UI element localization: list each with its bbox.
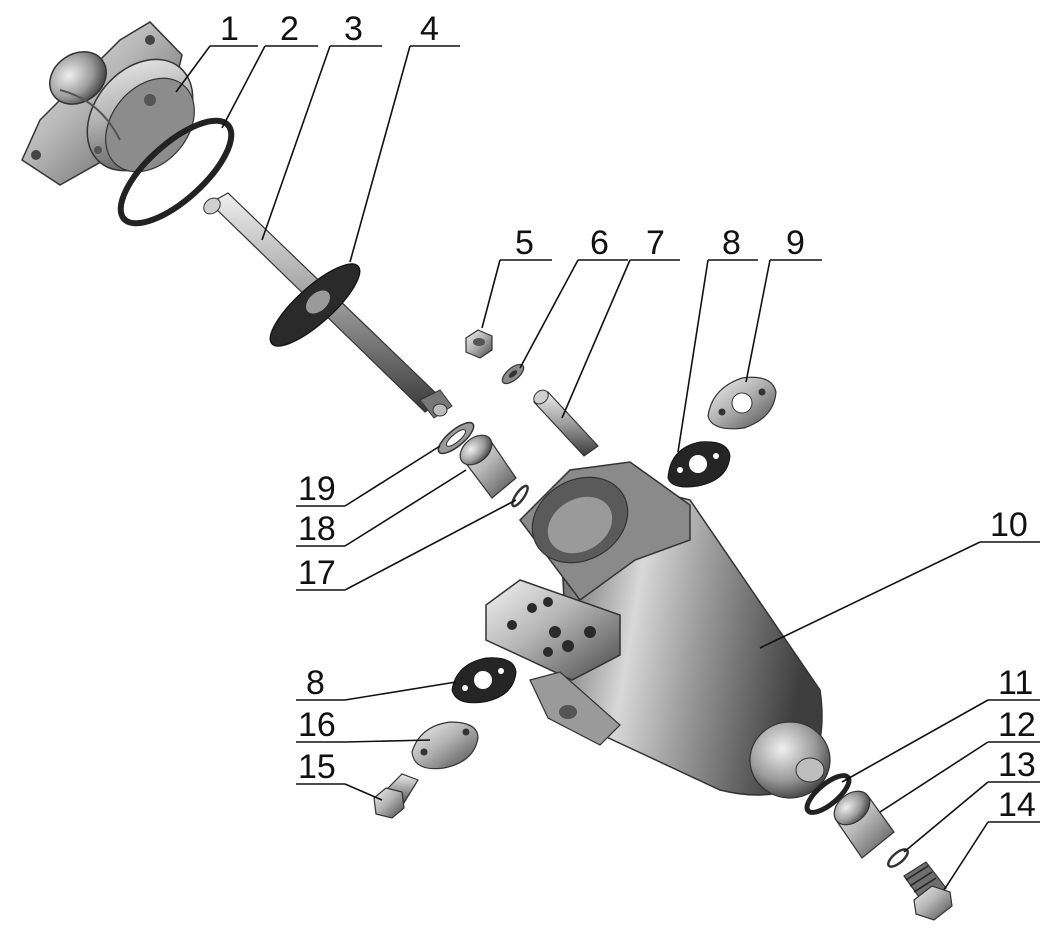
part-7-pin	[533, 389, 599, 457]
callout-10-label: 10	[990, 506, 1028, 544]
part-8-gasket-lower	[451, 657, 517, 704]
callout-7-label: 7	[646, 224, 665, 262]
callout-10: 10	[759, 506, 1040, 649]
callout-19-label: 19	[298, 470, 336, 508]
callout-3: 3	[261, 10, 382, 241]
callout-6: 6	[519, 224, 628, 369]
part-5-nut	[465, 329, 493, 359]
part-17-retaining-ring	[511, 484, 529, 508]
callout-18: 18	[296, 469, 467, 548]
part-6-washer	[501, 363, 525, 385]
part-2-o-ring	[117, 117, 235, 227]
callout-15: 15	[296, 748, 383, 801]
callout-16-label: 16	[298, 706, 336, 744]
callouts: 1 2 3 4 5 6 7	[175, 10, 1040, 891]
part-1-flange-cover	[21, 21, 195, 186]
callout-1: 1	[175, 10, 258, 93]
callout-8-lower: 8	[296, 664, 457, 702]
callout-9-label: 9	[786, 224, 805, 262]
callout-1-label: 1	[220, 10, 239, 48]
part-10-housing	[485, 461, 831, 799]
callout-13: 13	[903, 746, 1040, 853]
callout-15-label: 15	[298, 748, 336, 786]
callout-5: 5	[481, 224, 552, 329]
callout-13-label: 13	[998, 746, 1036, 784]
callout-8-upper: 8	[677, 224, 758, 453]
callout-14-label: 14	[998, 786, 1036, 824]
callout-11-label: 11	[998, 664, 1033, 702]
callout-12-label: 12	[998, 706, 1036, 744]
part-12-plug	[833, 790, 895, 859]
callout-17: 17	[296, 499, 517, 592]
part-11-o-ring	[804, 773, 852, 815]
callout-3-label: 3	[344, 10, 363, 48]
callout-5-label: 5	[515, 224, 534, 262]
callout-14: 14	[943, 786, 1040, 891]
callout-19: 19	[296, 445, 441, 508]
callout-18-label: 18	[298, 510, 336, 548]
callout-8-lower-label: 8	[306, 664, 325, 702]
callout-11: 11	[841, 664, 1040, 783]
part-14-screw-plug	[903, 861, 953, 921]
callout-9: 9	[745, 224, 822, 383]
callout-17-label: 17	[298, 554, 336, 592]
callout-12: 12	[879, 706, 1040, 813]
part-16-cover-plate	[411, 721, 479, 770]
part-18-bushing	[459, 434, 517, 499]
part-9-flange-plate	[707, 376, 777, 430]
callout-16: 16	[296, 706, 431, 744]
callout-6-label: 6	[590, 224, 609, 262]
callout-4: 4	[349, 10, 460, 263]
callout-4-label: 4	[420, 10, 439, 48]
part-15-bolt	[373, 773, 419, 819]
part-4-gasket-disc	[269, 263, 361, 347]
part-19-ring-washer	[437, 421, 475, 455]
part-8-gasket-upper	[667, 441, 731, 488]
callout-8-upper-label: 8	[722, 224, 741, 262]
callout-2-label: 2	[280, 10, 299, 48]
callout-2: 2	[221, 10, 318, 129]
callout-7: 7	[561, 224, 680, 419]
